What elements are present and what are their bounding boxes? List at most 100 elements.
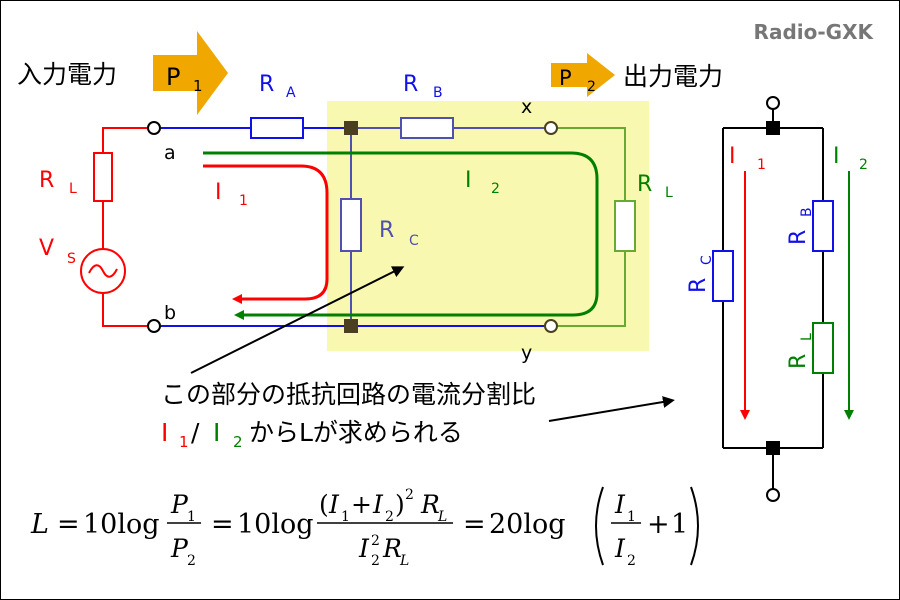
svg-text:L: L — [30, 509, 49, 540]
eq-rc-label: R — [686, 278, 711, 293]
annotation-arrow-left — [190, 266, 405, 374]
output-power-label: 出力電力 — [623, 62, 723, 91]
annotation-arrow-right — [548, 396, 675, 422]
eq-rb-sub: B — [799, 207, 815, 217]
shunt-rc — [340, 128, 362, 326]
top-branch — [161, 117, 351, 139]
svg-text:L: L — [399, 553, 409, 569]
svg-text:R: R — [382, 534, 402, 563]
i2-current-path — [203, 151, 599, 320]
svg-text:+: + — [647, 509, 670, 540]
svg-text:I: I — [328, 490, 340, 519]
svg-text:2: 2 — [405, 487, 414, 503]
terminal-y — [544, 319, 558, 333]
source-rl-sub: L — [69, 181, 77, 197]
svg-text:I: I — [614, 534, 626, 563]
svg-text:=: = — [211, 509, 234, 540]
svg-text:I: I — [358, 534, 370, 563]
svg-text:R: R — [420, 490, 440, 519]
annotation-i2-sub: 2 — [233, 433, 243, 451]
eq-rl-label-group: R L — [786, 333, 815, 369]
eq-terminal-top — [766, 96, 780, 110]
rc-label: R — [379, 218, 394, 243]
svg-text:P: P — [170, 534, 189, 563]
svg-text:L: L — [437, 509, 447, 525]
equivalent-circuit — [712, 109, 834, 489]
annotation-slash: / — [191, 418, 200, 447]
svg-text:): ) — [395, 490, 405, 519]
svg-text:2: 2 — [371, 553, 380, 569]
svg-text:2: 2 — [187, 553, 196, 569]
annotation-line1: この部分の抵抗回路の電流分割比 — [161, 380, 536, 409]
ra-sub: A — [286, 85, 296, 101]
eq-i2-label: I — [833, 144, 840, 169]
vs-label: V — [39, 236, 54, 261]
svg-text:(: ( — [319, 490, 329, 519]
eq-rc-sub: C — [699, 255, 715, 265]
rb-label: R — [403, 72, 418, 97]
svg-text:1: 1 — [341, 509, 350, 525]
p1-label: P — [166, 63, 180, 91]
brand-label: Radio-GXK — [754, 20, 875, 44]
rb-sub: B — [433, 85, 443, 101]
highlight-region — [327, 101, 649, 351]
node-a-label: a — [164, 142, 176, 164]
svg-text:1: 1 — [671, 509, 688, 540]
terminal-b — [147, 319, 161, 333]
terminal-a — [147, 121, 161, 135]
output-power-arrow: P 2 — [551, 53, 615, 97]
eq-i2-sub: 2 — [859, 157, 868, 173]
svg-text:2: 2 — [385, 509, 394, 525]
load-rl — [557, 127, 636, 327]
rc-sub: C — [409, 233, 419, 249]
eq-rb-label-group: R B — [786, 207, 815, 245]
i1-current-path — [203, 164, 329, 304]
vs-sub: S — [67, 251, 76, 267]
ra-label: R — [259, 72, 274, 97]
junction-bottom — [344, 319, 358, 333]
eq-junction-top — [766, 121, 780, 135]
terminal-x — [544, 121, 558, 135]
svg-text:=: = — [463, 509, 486, 540]
annotation-i1-sub: 1 — [179, 433, 189, 451]
eq-i1-sub: 1 — [757, 157, 766, 173]
svg-text:P: P — [170, 490, 189, 519]
load-rl-sub: L — [665, 185, 673, 201]
svg-text:I: I — [614, 490, 626, 519]
input-power-label: 入力電力 — [17, 60, 117, 89]
svg-text:20log: 20log — [489, 509, 566, 540]
svg-text:10log: 10log — [83, 509, 160, 540]
eq-junction-bottom — [766, 441, 780, 455]
svg-text:I: I — [372, 490, 384, 519]
eq-rl-label: R — [786, 354, 811, 369]
i2-label: I — [465, 168, 472, 193]
p1-sub: 1 — [193, 77, 203, 95]
top-branch-rb — [351, 117, 545, 139]
p2-label: P — [559, 66, 572, 90]
svg-text:+: + — [351, 490, 372, 519]
input-power-arrow: P 1 — [153, 31, 228, 115]
svg-text:1: 1 — [187, 509, 196, 525]
svg-text:2: 2 — [371, 533, 380, 549]
svg-text:1: 1 — [627, 509, 636, 525]
source-circuit — [80, 127, 147, 327]
eq-rc-label-group: R C — [686, 255, 715, 293]
svg-text:=: = — [57, 509, 80, 540]
loss-formula: L = 10log P 1 P 2 = 10log ( I 1 + I 2 ) … — [30, 486, 699, 569]
eq-terminal-bottom — [766, 488, 780, 502]
eq-rl-sub: L — [799, 333, 815, 341]
annotation-rest: からLが求められる — [249, 418, 463, 447]
annotation-i1: I — [161, 418, 168, 447]
svg-text:2: 2 — [627, 553, 636, 569]
i1-label: I — [215, 180, 222, 205]
node-b-label: b — [164, 302, 176, 324]
source-rl-label: R — [39, 168, 54, 193]
load-rl-label: R — [637, 172, 652, 197]
node-y-label: y — [521, 342, 532, 364]
eq-rb-label: R — [786, 230, 811, 245]
annotation-i2: I — [213, 418, 220, 447]
svg-text:10log: 10log — [237, 509, 314, 540]
i2-sub: 2 — [491, 181, 500, 197]
